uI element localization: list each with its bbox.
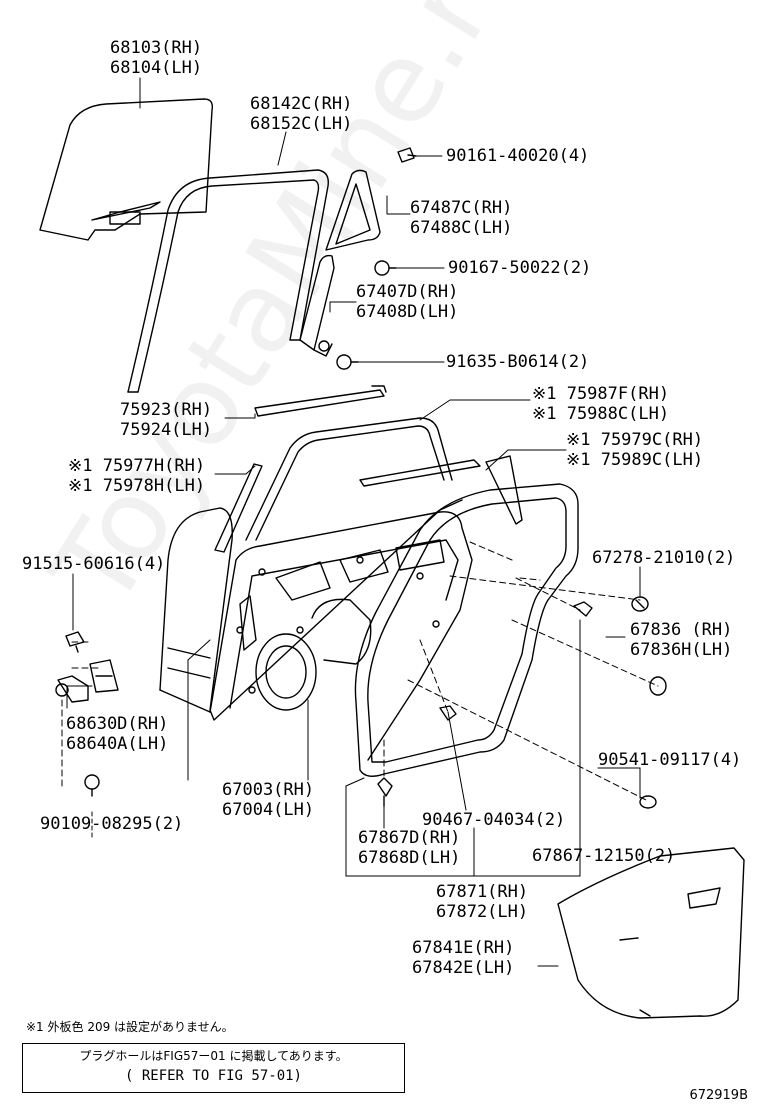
door-hinge	[55, 659, 119, 703]
part-number-rh: 67871(RH)	[436, 882, 529, 902]
reference-line-jp: プラグホールはFIG57ー01 に掲載してあります。	[79, 1049, 348, 1063]
part-label-67836: 67836 (RH) 67836H(LH)	[630, 620, 732, 660]
part-label-75923: 75923(RH) 75924(LH)	[120, 400, 212, 440]
part-number-rh: ※1 75979C(RH)	[566, 430, 704, 450]
part-number-rh: ※1 75977H(RH)	[68, 456, 206, 476]
belt-moulding	[254, 385, 387, 417]
part-label-75977h: ※1 75977H(RH) ※1 75978H(LH)	[68, 456, 205, 496]
part-label-67867d: 67867D(RH) 67868D(LH)	[358, 828, 460, 868]
plug-90467	[439, 705, 457, 721]
part-number-lh: 68640A(LH)	[66, 734, 169, 754]
part-label-91635: 91635-B0614(2)	[446, 352, 589, 372]
footnote: ※1 外板色 209 は設定がありません。	[26, 1020, 234, 1034]
part-number-rh: 67867D(RH)	[358, 828, 461, 848]
part-number-lh: 68152C(LH)	[250, 114, 353, 134]
part-number-lh: 67408D(LH)	[356, 302, 459, 322]
part-number-rh: 68103(RH)	[110, 38, 203, 58]
run-channel	[127, 169, 329, 393]
part-number-rh: 67841E(RH)	[412, 938, 515, 958]
part-number-rh: 67487C(RH)	[410, 198, 513, 218]
door-glass	[39, 98, 214, 241]
part-number-lh: 75924(LH)	[120, 420, 213, 440]
clip-67278	[631, 596, 649, 612]
part-label-68103: 68103(RH) 68104(LH)	[110, 38, 202, 78]
part-number: 90167-50022(2)	[448, 258, 592, 278]
part-label-75979c: ※1 75979C(RH) ※1 75989C(LH)	[566, 430, 703, 470]
screw-90161	[397, 147, 417, 163]
part-number-lh: 67868D(LH)	[358, 848, 461, 868]
part-label-67003: 67003(RH) 67004(LH)	[222, 780, 314, 820]
part-label-67871: 67871(RH) 67872(LH)	[436, 882, 528, 922]
clip-67867d	[377, 777, 393, 807]
plug-90541	[639, 795, 657, 809]
part-number-lh: ※1 75988C(LH)	[532, 404, 670, 424]
part-label-90467: 90467-04034(2)	[422, 810, 565, 830]
part-number-lh: 67842E(LH)	[412, 958, 515, 978]
screw-91515	[65, 631, 85, 653]
part-number-lh: 67872(LH)	[436, 902, 529, 922]
bolt-91635	[336, 354, 359, 370]
part-number-lh: 68104(LH)	[110, 58, 203, 78]
diagram-code: 672919B	[689, 1088, 748, 1103]
part-label-90161: 90161-40020(4)	[446, 146, 589, 166]
part-label-90109: 90109-08295(2)	[40, 814, 183, 834]
part-number-lh: 67004(LH)	[222, 800, 315, 820]
quarter-glass	[325, 169, 381, 251]
part-label-67407d: 67407D(RH) 67408D(LH)	[356, 282, 458, 322]
part-number: 67867-12150(2)	[532, 846, 676, 866]
part-number-lh: 67488C(LH)	[410, 218, 513, 238]
part-number: 91515-60616(4)	[22, 554, 166, 574]
part-number-lh: ※1 75978H(LH)	[68, 476, 206, 496]
part-number: 90109-08295(2)	[40, 814, 184, 834]
part-label-67867: 67867-12150(2)	[532, 846, 675, 866]
part-number: 90467-04034(2)	[422, 810, 566, 830]
part-number-rh: 68630D(RH)	[66, 714, 169, 734]
dashed-lines	[61, 541, 659, 801]
division-bar	[299, 254, 335, 357]
part-label-91515: 91515-60616(4)	[22, 554, 165, 574]
part-number-rh: 68142C(RH)	[250, 94, 353, 114]
part-label-68142c: 68142C(RH) 68152C(LH)	[250, 94, 352, 134]
bolt-90109	[84, 774, 100, 797]
part-number-rh: 67836 (RH)	[630, 620, 733, 640]
part-number: 90161-40020(4)	[446, 146, 590, 166]
part-number-rh: 67407D(RH)	[356, 282, 459, 302]
part-label-68630d: 68630D(RH) 68640A(LH)	[66, 714, 168, 754]
part-number-rh: ※1 75987F(RH)	[532, 384, 670, 404]
door-panel	[159, 499, 473, 761]
part-label-67278: 67278-21010(2)	[592, 548, 735, 568]
part-label-67841e: 67841E(RH) 67842E(LH)	[412, 938, 514, 978]
part-label-67487c: 67487C(RH) 67488C(LH)	[410, 198, 512, 238]
part-label-90167: 90167-50022(2)	[448, 258, 591, 278]
service-hole-cover	[557, 847, 745, 1019]
part-number: 90541-09117(4)	[598, 750, 742, 770]
bolt-90167	[374, 260, 397, 276]
reference-line-en: ( REFER TO FIG 57-01)	[124, 1068, 302, 1084]
frame-moulding	[245, 417, 523, 541]
part-number-lh: 67836H(LH)	[630, 640, 733, 660]
pillar-moulding	[214, 463, 263, 553]
part-number-rh: 75923(RH)	[120, 400, 213, 420]
part-number: 67278-21010(2)	[592, 548, 736, 568]
part-number: 91635-B0614(2)	[446, 352, 590, 372]
part-label-90541: 90541-09117(4)	[598, 750, 741, 770]
leader-lines	[66, 77, 641, 967]
part-label-75987f: ※1 75987F(RH) ※1 75988C(LH)	[532, 384, 669, 424]
weatherstrip	[354, 483, 579, 777]
reference-box: プラグホールはFIG57ー01 に掲載してあります。 ( REFER TO FI…	[22, 1043, 405, 1093]
part-number-lh: ※1 75989C(LH)	[566, 450, 704, 470]
part-number-rh: 67003(RH)	[222, 780, 315, 800]
clip-67836	[573, 601, 667, 696]
